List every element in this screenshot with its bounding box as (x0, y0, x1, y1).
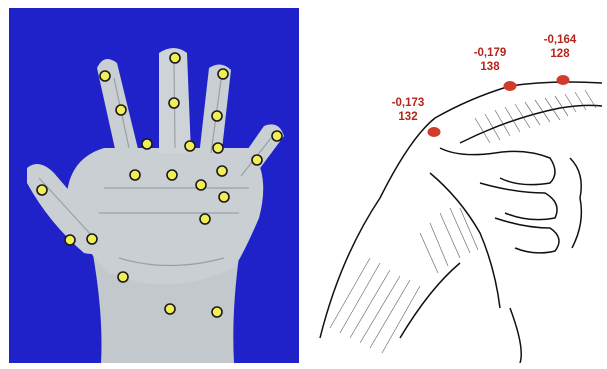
marker-middle (504, 81, 517, 91)
count-value: 132 (386, 110, 430, 124)
marker-label-proximal: -0,173 132 (386, 96, 430, 124)
angle-value: -0,173 (386, 96, 430, 110)
sensor-dot (212, 111, 222, 121)
sensor-dot (100, 71, 110, 81)
sensor-dot (169, 98, 179, 108)
sensor-dot (118, 272, 128, 282)
sensor-dot (219, 192, 229, 202)
count-value: 138 (468, 60, 512, 74)
angle-value: -0,164 (538, 33, 582, 47)
sensor-dot (165, 304, 175, 314)
sensor-dot (200, 214, 210, 224)
sensor-dot (218, 69, 228, 79)
angle-value: -0,179 (468, 46, 512, 60)
glove-photo (9, 8, 299, 363)
sensor-dot (130, 170, 140, 180)
marker-label-middle: -0,179 138 (468, 46, 512, 74)
sensor-dot (212, 307, 222, 317)
sensor-dot (170, 53, 180, 63)
sensor-dot (217, 166, 227, 176)
finger-markers (428, 75, 570, 137)
sensor-dot (272, 131, 282, 141)
hand-shading (330, 90, 596, 353)
hand-sketch (310, 8, 607, 363)
sensor-dot (196, 180, 206, 190)
finger-drawing: -0,173 132 -0,179 138 -0,164 128 (310, 8, 607, 363)
hand-outline (320, 82, 602, 363)
sensor-dot (167, 170, 177, 180)
sensor-dot (116, 105, 126, 115)
sensor-dot (142, 139, 152, 149)
glove-image (9, 8, 299, 363)
count-value: 128 (538, 47, 582, 61)
sensor-dot (65, 235, 75, 245)
marker-label-distal: -0,164 128 (538, 33, 582, 61)
sensor-dot (37, 185, 47, 195)
marker-distal (557, 75, 570, 85)
sensor-dot (185, 141, 195, 151)
marker-proximal (428, 127, 441, 137)
sensor-dot (87, 234, 97, 244)
sensor-dot (213, 143, 223, 153)
sensor-dot (252, 155, 262, 165)
